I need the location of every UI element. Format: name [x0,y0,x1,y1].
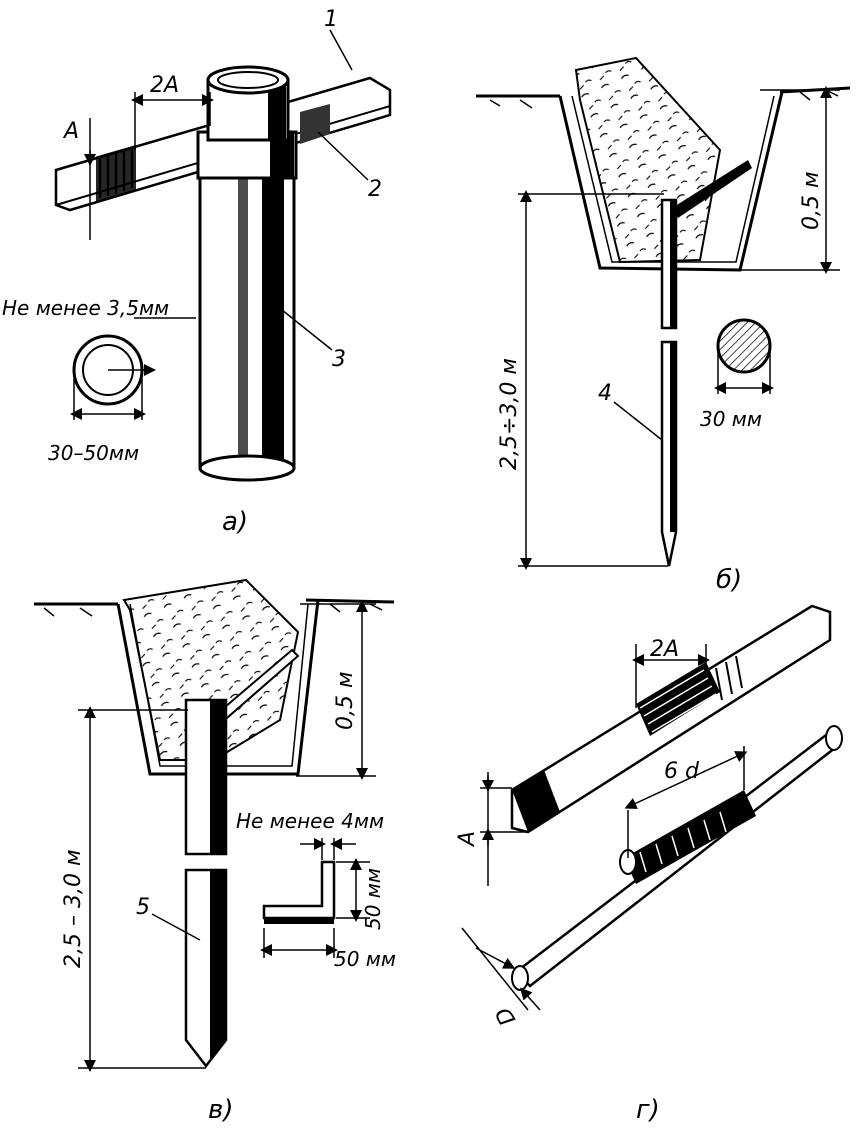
part-4-label: 4 [598,381,612,406]
dimension-a-panel-a: А [62,118,96,240]
panel-v: 0,5 м 2,5 – 3,0 м 5 Не менее 4мм 50 мм 5… [34,578,396,1125]
label-a: А [62,119,79,144]
rod-cross-section [714,318,774,394]
dimension-2a-panel-a: 2А [131,73,214,150]
angle-cross-section [260,838,370,958]
part-1-label: 1 [324,7,338,32]
caption-v: в) [208,1095,233,1125]
round-steel-rod [660,198,678,567]
panel-g: 2А А 6 d D г) [455,604,843,1125]
pipe-diameter-label: 30–50мм [48,441,139,465]
panel-b: 0,5 м 2,5÷3,0 м 4 30 мм б) [476,56,851,595]
steel-pipe-electrode [196,65,298,482]
caption-g: г) [636,1095,660,1125]
label-6d: 6 d [664,759,700,784]
depth-label-v: 0,5 м [333,671,358,730]
angle-steel-electrode [184,698,228,1069]
pipe-cross-section [70,317,196,420]
rod-lap-joint [511,725,843,991]
label-a-g: А [455,831,480,848]
caption-a: а) [222,507,248,537]
part-2-label: 2 [368,177,382,202]
depth-label-b: 0,5 м [799,171,824,230]
strip-lap-joint [510,604,832,834]
label-2a: 2А [150,73,179,98]
panel-a: 2А А 1 2 3 Не менее 3,5мм 30–50мм а) [2,7,392,537]
wall-thickness-note-a: Не менее 3,5мм [2,296,169,320]
rod-diameter-label: 30 мм [700,407,762,431]
caption-b: б) [716,565,742,595]
length-label-b: 2,5÷3,0 м [497,358,522,470]
label-d: D [491,1002,521,1029]
flange-horizontal-label: 50 мм [334,947,396,971]
flange-vertical-label: 50 мм [361,868,385,930]
length-label-v: 2,5 – 3,0 м [61,849,86,968]
part-5-label: 5 [136,895,150,920]
label-2a-g: 2А [650,637,679,662]
wall-thickness-note-v: Не менее 4мм [236,809,384,833]
part-3-label: 3 [332,347,346,372]
